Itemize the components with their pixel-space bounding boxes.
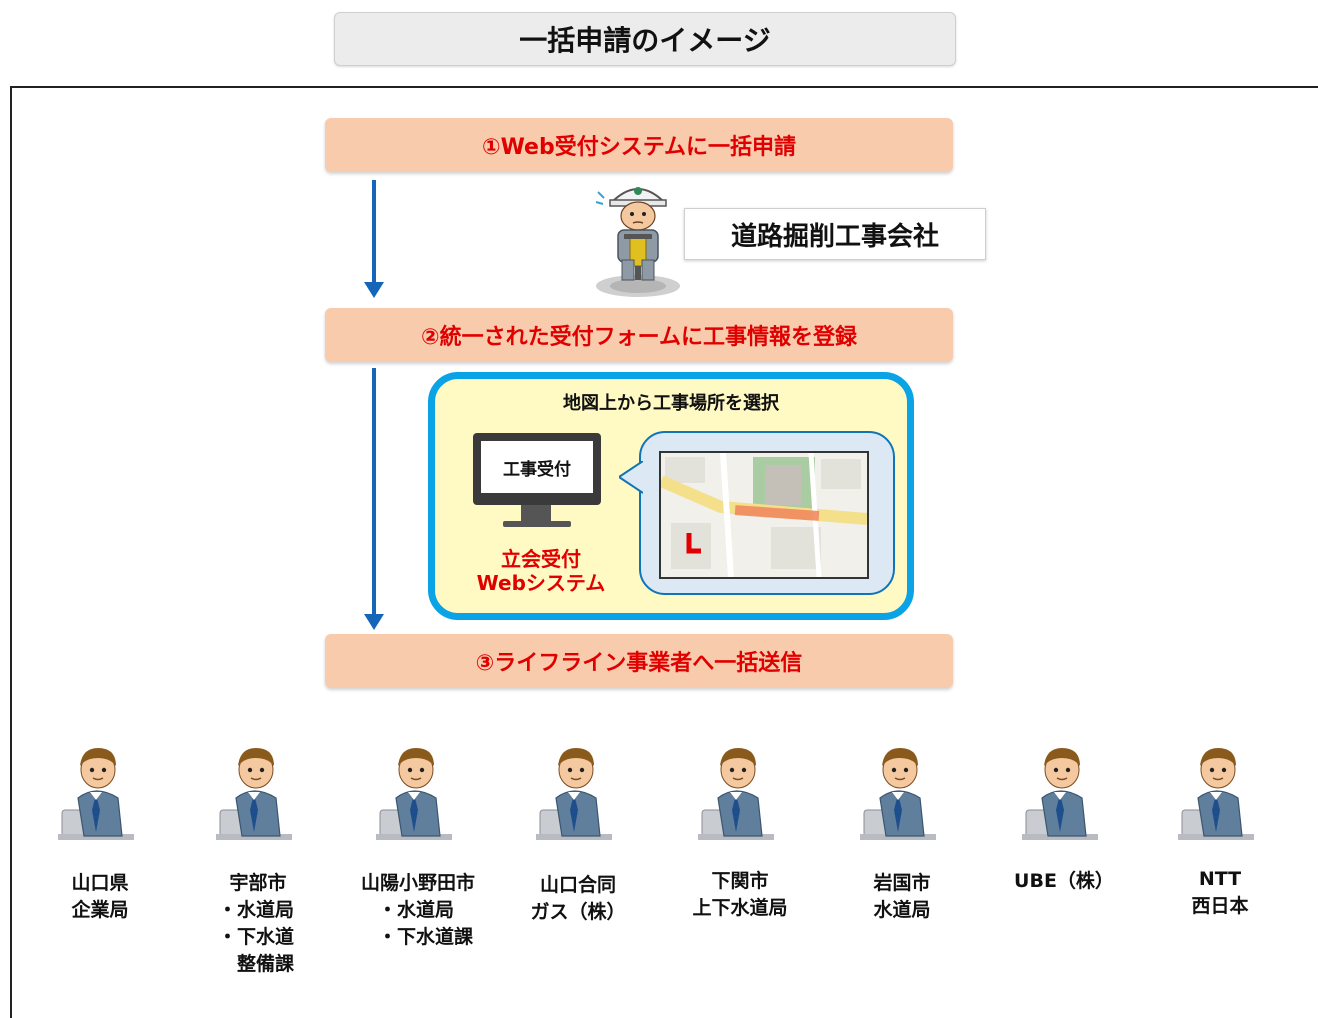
- flow-arrow-2: [372, 368, 376, 616]
- flow-arrow-1: [372, 180, 376, 286]
- staff-person-icon: [858, 736, 938, 850]
- page-title: 一括申請のイメージ: [334, 12, 956, 66]
- monitor-stand: [521, 505, 551, 521]
- staff-person-icon: [1020, 736, 1100, 850]
- organization-label: 宇部市・水道局・下水道 整備課: [218, 872, 295, 975]
- staff-person-icon: [696, 736, 776, 850]
- staff-person-icon: [374, 736, 454, 850]
- diagram-frame: [10, 86, 1318, 1018]
- map-selection-panel: 地図上から工事場所を選択 工事受付 立会受付 Webシステム: [428, 372, 914, 620]
- monitor-base: [503, 521, 571, 527]
- construction-worker-icon: [595, 187, 680, 297]
- flow-arrow-1-head: [364, 282, 384, 298]
- step-2-box: ②統一された受付フォームに工事情報を登録: [325, 308, 953, 362]
- organization-label: 下関市上下水道局: [692, 870, 788, 919]
- step-1-box: ①Web受付システムに一括申請: [325, 118, 953, 172]
- organization-label: UBE（株）: [1014, 870, 1114, 892]
- organization-label: 岩国市水道局: [873, 872, 931, 921]
- map-image: [659, 451, 869, 579]
- staff-person-icon: [214, 736, 294, 850]
- organization-label: 山口県企業局: [71, 872, 129, 921]
- flow-arrow-2-head: [364, 614, 384, 630]
- company-label: 道路掘削工事会社: [684, 208, 986, 260]
- organization-label: 山口合同ガス（株）: [530, 874, 626, 923]
- step-3-box: ③ライフライン事業者へ一括送信: [325, 634, 953, 688]
- staff-person-icon: [1176, 736, 1256, 850]
- monitor-icon: 工事受付: [473, 433, 601, 505]
- monitor-screen-text: 工事受付: [481, 441, 593, 493]
- organization-label: 山陽小野田市・水道局・下水道課: [360, 872, 475, 948]
- speech-bubble-tail: [619, 461, 643, 494]
- panel-title: 地図上から工事場所を選択: [563, 393, 779, 414]
- staff-person-icon: [534, 736, 614, 850]
- system-name: 立会受付 Webシステム: [476, 547, 606, 595]
- staff-person-icon: [56, 736, 136, 850]
